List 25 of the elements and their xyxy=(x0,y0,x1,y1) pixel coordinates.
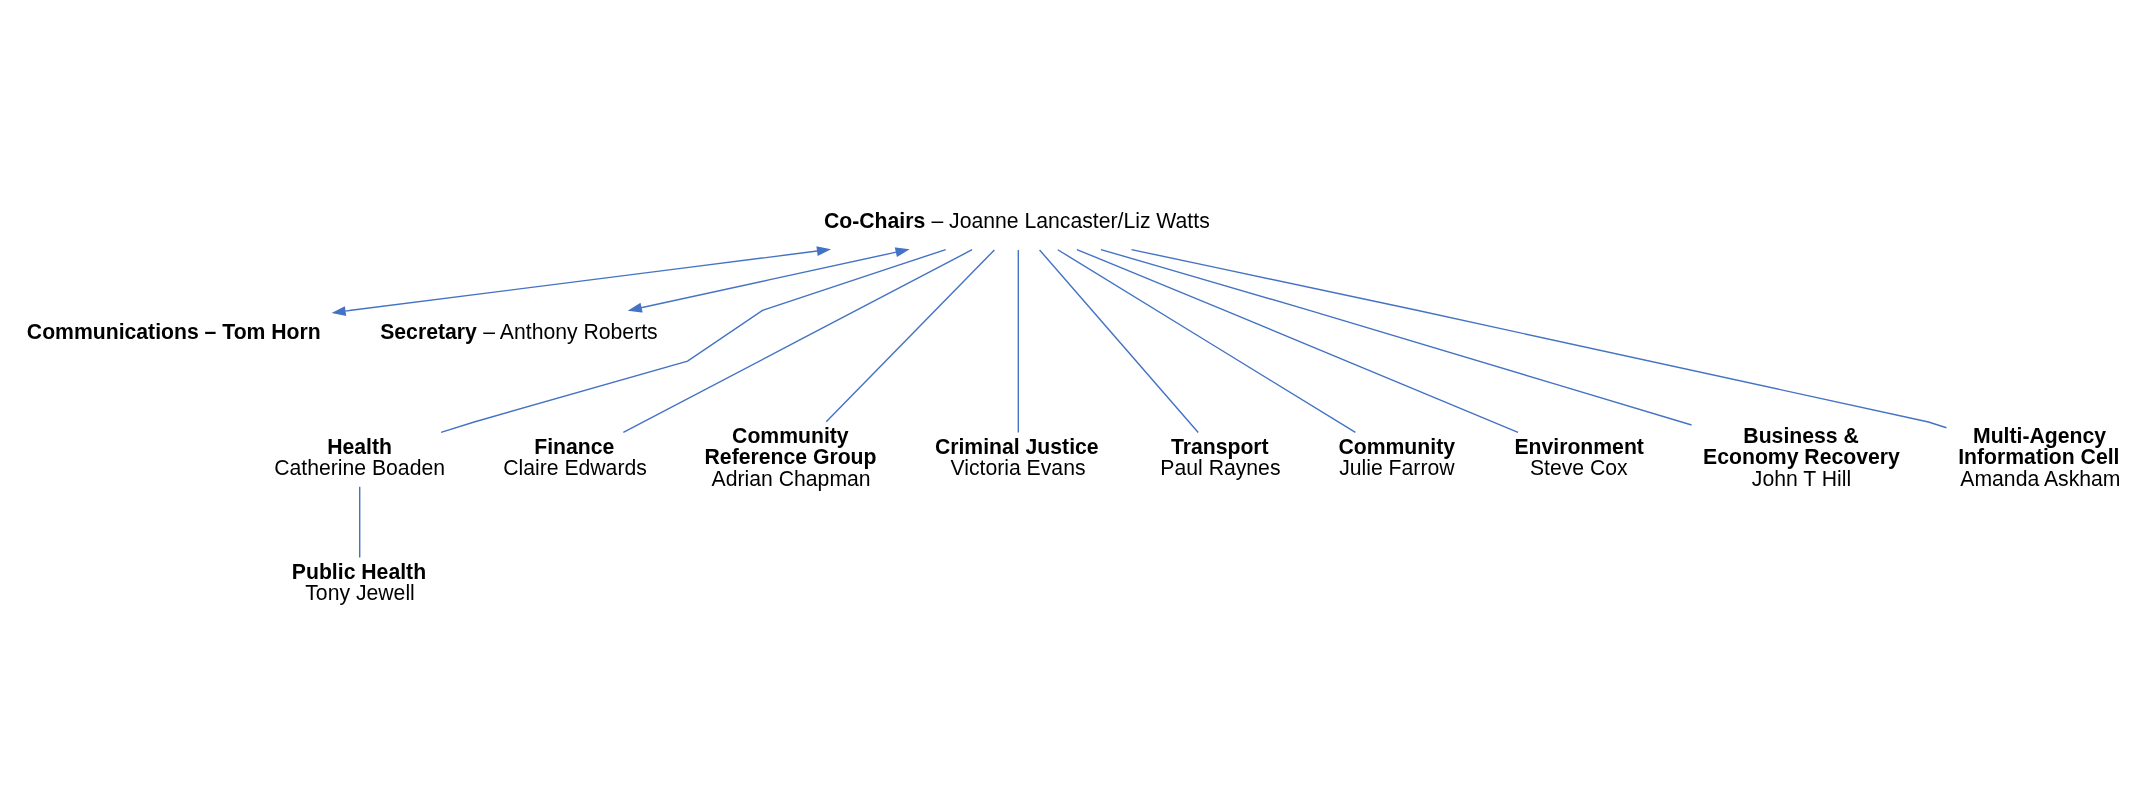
connector xyxy=(622,248,973,433)
node-text: Public Health Tony Jewell xyxy=(291,559,427,604)
node-text: Community Reference Group Adrian Chapman xyxy=(704,423,877,490)
node-text: Transport Paul Raynes xyxy=(1160,434,1281,479)
connector xyxy=(1038,248,1199,433)
connector xyxy=(825,248,996,422)
node-text: Community Julie Farrow xyxy=(1338,434,1455,479)
node-text: Communications – Tom Horn xyxy=(26,319,321,343)
node-text: Finance Claire Edwards xyxy=(503,434,647,479)
node-text: Co-Chairs – Joanne Lancaster/Liz Watts xyxy=(823,208,1210,232)
connector xyxy=(1017,248,1020,433)
connector xyxy=(440,248,947,433)
arrow xyxy=(627,246,910,313)
node-text: Business & Economy Recovery John T Hill xyxy=(1703,423,1900,490)
node-text: Multi-Agency Information Cell Amanda Askham xyxy=(1958,423,2121,490)
node-text: Health Catherine Boaden xyxy=(274,434,446,479)
node-text: Criminal Justice Victoria Evans xyxy=(934,434,1099,479)
arrow xyxy=(331,245,832,316)
node-text: Secretary – Anthony Roberts xyxy=(380,319,658,343)
connector xyxy=(1130,248,1948,428)
connector xyxy=(1076,248,1519,433)
connector xyxy=(1100,248,1693,426)
node-text: Environment Steve Cox xyxy=(1514,434,1644,479)
connector xyxy=(1057,248,1357,433)
connector xyxy=(359,485,361,558)
